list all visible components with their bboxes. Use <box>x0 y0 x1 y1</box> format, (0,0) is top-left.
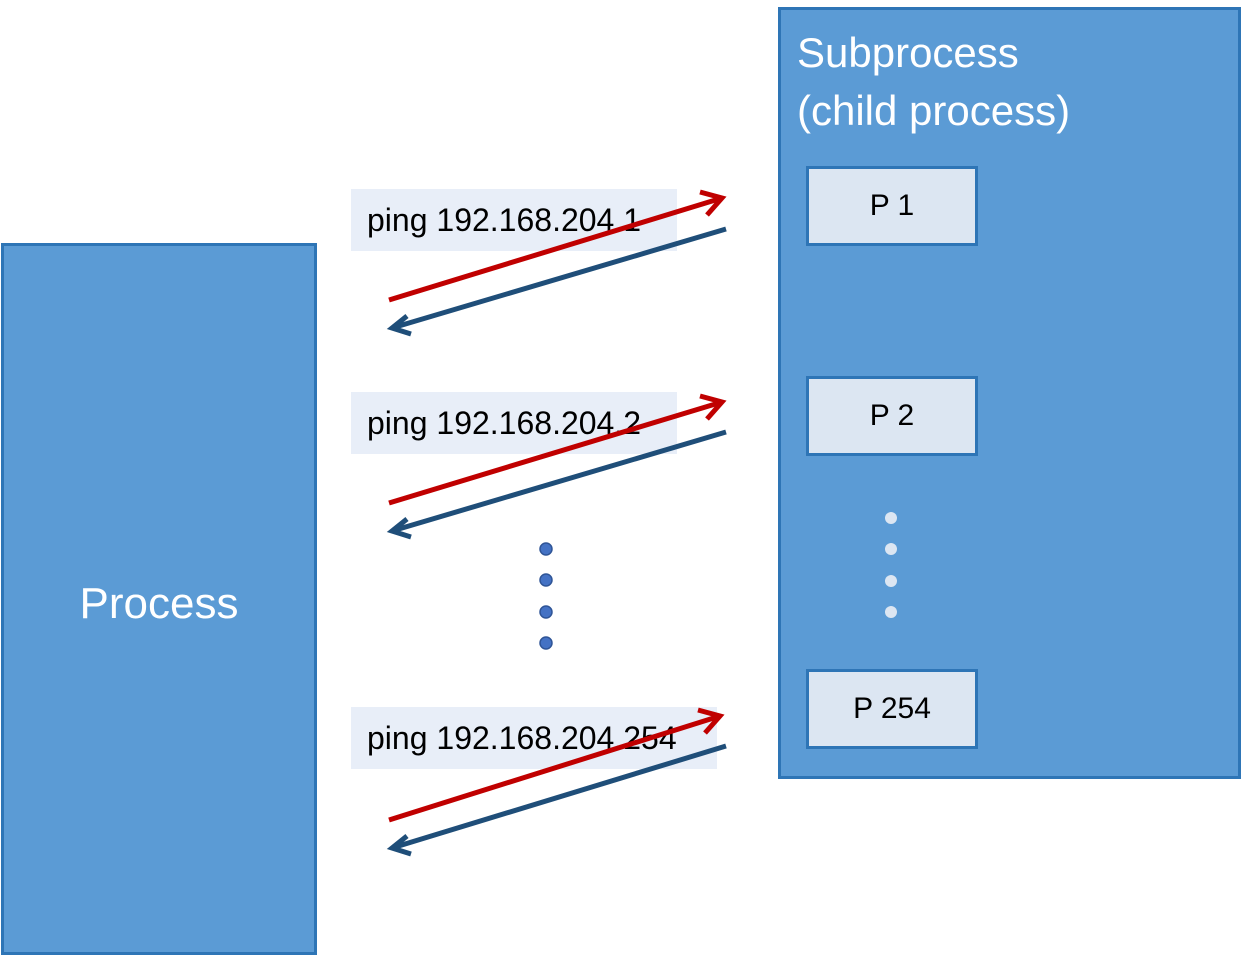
child-process-p1: P 1 <box>806 166 978 246</box>
ping-reply-arrow-254 <box>386 743 727 857</box>
ping-reply-arrow-1 <box>386 226 727 337</box>
subprocess-title-line2: (child process) <box>797 87 1071 134</box>
child-process-ellipsis <box>885 512 897 618</box>
ping-reply-arrow-2 <box>386 429 727 540</box>
ping-request-arrow-1 <box>388 189 727 303</box>
process-box: Process <box>1 243 317 955</box>
ping-request-arrow-254 <box>388 707 725 823</box>
ping-label-2: ping 192.168.204.2 <box>351 392 677 454</box>
child-process-p2: P 2 <box>806 376 978 456</box>
ping-label-1: ping 192.168.204.1 <box>351 189 677 251</box>
ping-request-arrow-2 <box>388 393 727 506</box>
ping-ellipsis <box>539 542 553 650</box>
subprocess-title-line1: Subprocess <box>797 29 1019 76</box>
process-label: Process <box>79 579 239 628</box>
child-process-p254: P 254 <box>806 669 978 749</box>
subprocess-title: Subprocess (child process) <box>797 24 1070 140</box>
